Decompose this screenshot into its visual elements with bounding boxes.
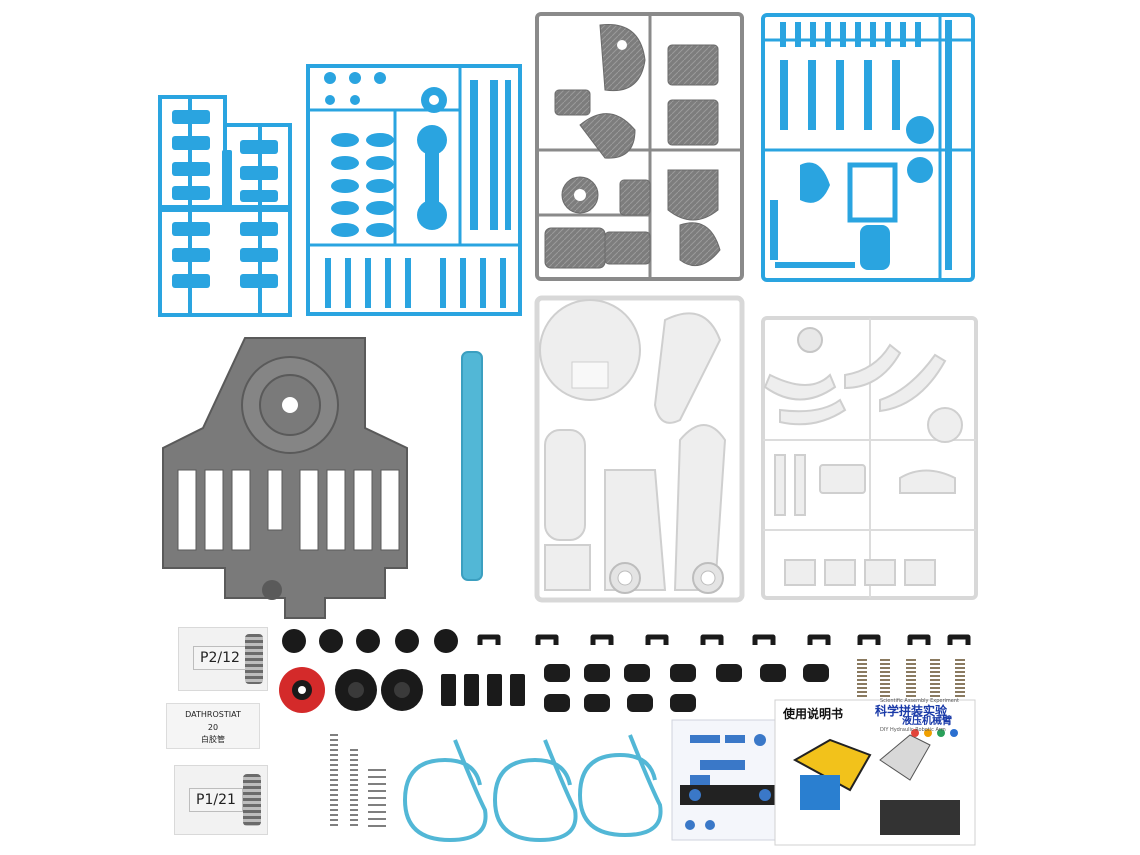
bag-label-p2: P2/12 [193, 646, 247, 670]
box-tagline: Scientific Assembly Experiment [880, 698, 959, 704]
rubber-grommets [544, 664, 829, 712]
screws-pile [243, 774, 261, 826]
blue-sprue-right [761, 13, 975, 282]
black-rings [335, 669, 423, 711]
box-subtitle: DIY Hydraulic Robotic Arm [880, 727, 946, 733]
bag-label-p1: P1/21 [189, 788, 243, 812]
bag-label-glue-line2: 20 [207, 723, 219, 732]
parts-bag-glue: DATHROSTIAT 20 白胶管 [166, 703, 260, 749]
white-sprue-left [534, 295, 745, 603]
red-wheel [279, 667, 325, 713]
box-title-line1: 科学拼装实验 [875, 704, 948, 718]
grey-sprue [535, 12, 744, 281]
product-box [774, 699, 976, 846]
blue-sprue-large [306, 64, 522, 316]
screws-pile [245, 634, 263, 684]
white-sprue-right [761, 316, 978, 600]
metal-springs-short [857, 659, 965, 697]
bag-label-glue-line3: 白胶管 [201, 735, 225, 744]
black-blocks [441, 674, 525, 706]
black-clips [477, 634, 971, 645]
grey-base-plate [162, 337, 408, 619]
manual-booklet [671, 719, 791, 841]
black-discs [282, 629, 458, 653]
manual-title: 使用说明书 [782, 707, 843, 721]
blue-tubes [402, 734, 663, 843]
bag-label-glue-line1: DATHROSTIAT [185, 710, 241, 719]
box-title-line2: 液压机械臂 [902, 716, 952, 727]
blue-rod [461, 351, 483, 581]
metal-springs-long [330, 734, 386, 827]
parts-bag-p1: P1/21 [174, 765, 268, 835]
parts-bag-p2: P2/12 [178, 627, 268, 691]
blue-sprue-small [158, 95, 292, 317]
